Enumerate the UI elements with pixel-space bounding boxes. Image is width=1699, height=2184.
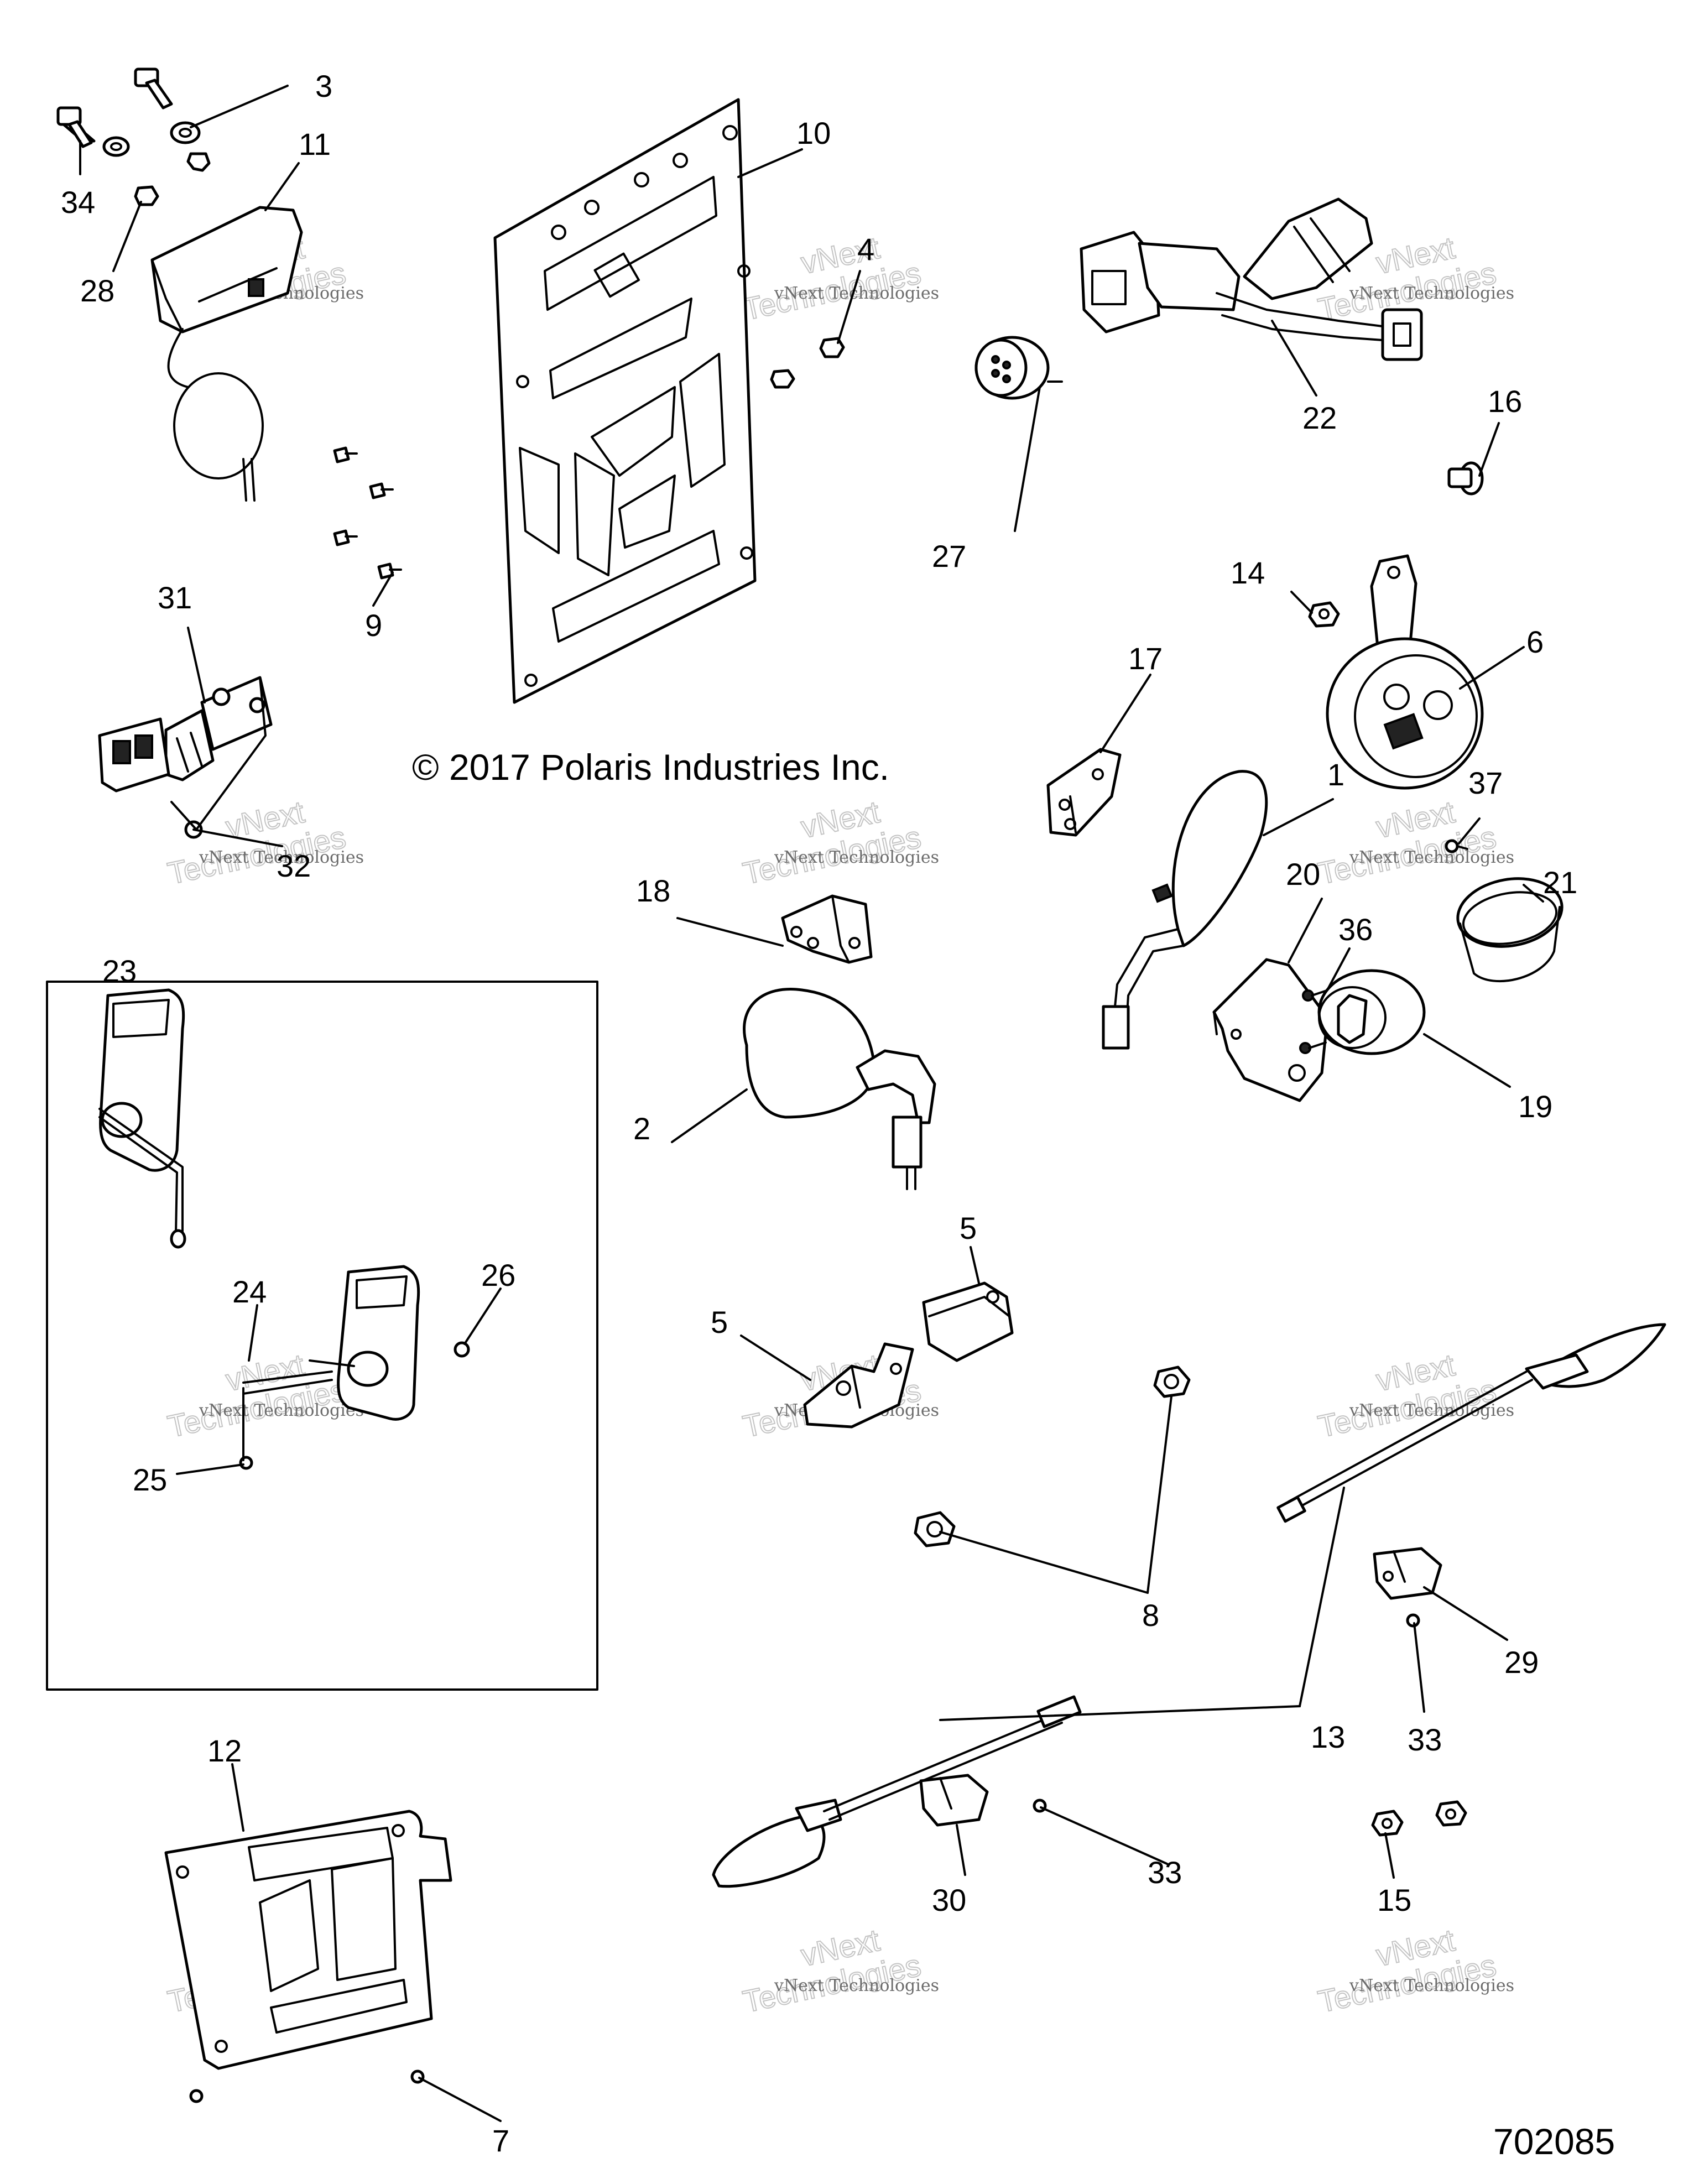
part-6-horn [1326, 554, 1484, 790]
callout-30: 30 [932, 1883, 966, 1917]
part-12-lower-plate [164, 1810, 452, 2070]
watermark-small: vNext Technologies [199, 848, 364, 867]
part-31-relay-module [98, 676, 273, 839]
callout-5a: 5 [960, 1211, 977, 1245]
callout-22: 22 [1302, 400, 1337, 435]
part-15-nuts [1371, 1800, 1467, 1837]
watermark-small: vNext Technologies [1349, 1976, 1514, 1995]
callout-6: 6 [1526, 624, 1544, 659]
watermark-small: vNext Technologies [199, 1401, 364, 1420]
part-5-clamp-upper [922, 1281, 1014, 1362]
copyright-notice: © 2017 Polaris Industries Inc. [412, 747, 889, 788]
callout-28: 28 [80, 273, 114, 308]
callout-9: 9 [365, 608, 382, 643]
callout-33b: 33 [1148, 1855, 1182, 1890]
callout-2: 2 [633, 1111, 650, 1146]
callout-1: 1 [1327, 757, 1344, 792]
watermark-small: vNext Technologies [774, 848, 939, 867]
part-11-license-light [150, 206, 303, 502]
callout-3: 3 [315, 69, 332, 103]
callout-21: 21 [1543, 865, 1577, 900]
callout-36: 36 [1338, 912, 1373, 947]
watermarks: vNext Technologies vNext Technologies vN… [164, 230, 1514, 2020]
part-13-turn-signal-lower [712, 1695, 1082, 1888]
callout-17: 17 [1128, 641, 1163, 676]
part-17-bracket [1046, 748, 1122, 837]
kit-mirror-upper [98, 988, 186, 1249]
part-19-ignition-switch [1317, 969, 1426, 1055]
part-5-clamp-lower [803, 1342, 914, 1429]
watermark-small: vNext Technologies [1349, 284, 1514, 303]
part-9-screws [333, 446, 402, 580]
part-1-mirror-right [1102, 770, 1268, 1050]
part-16-bolt [1447, 461, 1484, 496]
watermark-small: vNext Technologies [774, 284, 939, 303]
watermark-small: vNext Technologies [1349, 848, 1514, 867]
part-22-switch-assembly [1080, 197, 1423, 361]
callout-15: 15 [1377, 1883, 1411, 1917]
part-20-bracket [1212, 958, 1329, 1102]
part-2-mirror-left [743, 988, 936, 1190]
callout-11: 11 [299, 127, 331, 161]
part-13-turn-signal-upper [1276, 1323, 1666, 1523]
callout-37: 37 [1468, 765, 1503, 800]
part-14-nut [1308, 601, 1340, 628]
part-28-nut [134, 185, 159, 206]
part-30-clip [919, 1774, 989, 1827]
part-8-nuts [914, 1365, 1191, 1547]
part-7-screws [189, 2070, 425, 2103]
callout-25: 25 [133, 1462, 167, 1497]
part-34-bolt [56, 106, 96, 148]
diagram-id: 702085 [1493, 2121, 1615, 2162]
part-37-screw [1445, 839, 1468, 853]
callout-31: 31 [158, 580, 192, 615]
callout-10: 10 [796, 116, 831, 150]
callout-26: 26 [481, 1258, 515, 1292]
callout-4: 4 [857, 232, 874, 267]
part-26-cap [454, 1341, 470, 1358]
callout-19: 19 [1518, 1089, 1552, 1124]
callout-14: 14 [1231, 555, 1265, 590]
part-4-nuts [770, 337, 845, 389]
callout-labels: 1 2 3 4 5 5 6 7 8 9 10 11 12 13 14 15 16… [61, 69, 1577, 2158]
callout-20: 20 [1286, 857, 1320, 892]
callout-34: 34 [61, 185, 95, 220]
callout-33a: 33 [1408, 1722, 1442, 1757]
callout-18: 18 [636, 873, 670, 908]
kit-mirror-lower [242, 1265, 420, 1421]
callout-8: 8 [1142, 1598, 1159, 1633]
part-33-screw-upper [1406, 1613, 1420, 1628]
callout-29: 29 [1504, 1645, 1539, 1680]
part-3-bolt-washer [102, 67, 211, 172]
callout-5b: 5 [711, 1305, 728, 1339]
callout-7: 7 [492, 2123, 509, 2158]
part-18-bracket [781, 894, 873, 964]
callout-27: 27 [932, 539, 966, 574]
callout-32: 32 [277, 848, 311, 883]
part-27-connector [974, 336, 1063, 400]
callout-24: 24 [232, 1274, 267, 1309]
callout-16: 16 [1488, 384, 1522, 419]
part-23-kit-box [46, 981, 598, 1691]
callout-12: 12 [207, 1733, 242, 1768]
callout-13: 13 [1311, 1719, 1345, 1754]
leader-lines [79, 85, 1544, 2122]
watermark-small: vNext Technologies [774, 1976, 939, 1995]
callout-23: 23 [102, 953, 137, 988]
part-10-mounting-plate [493, 98, 757, 704]
